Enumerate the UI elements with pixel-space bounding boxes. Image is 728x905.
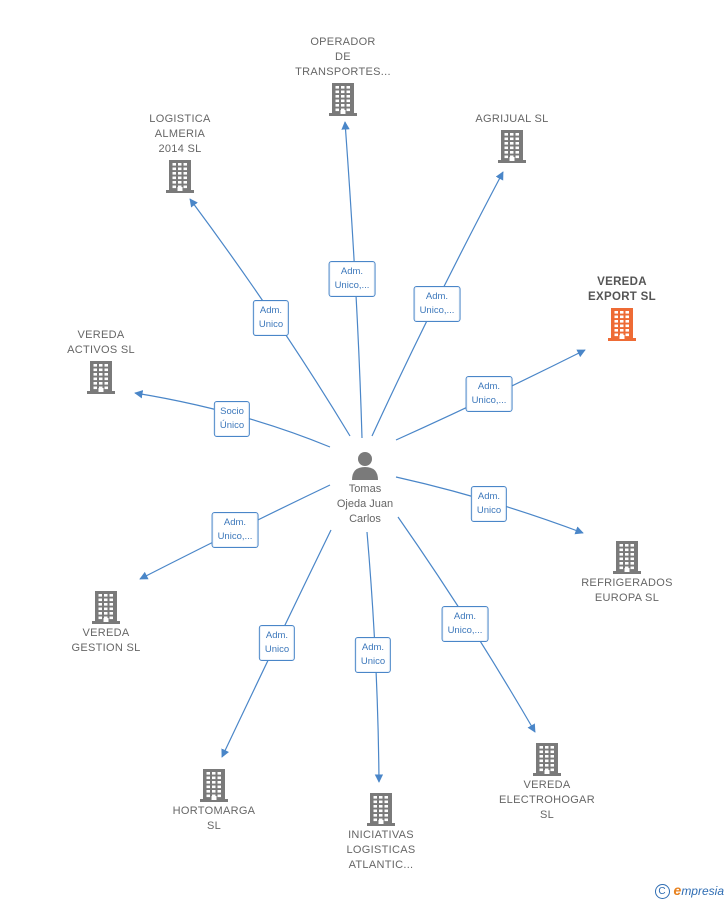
company-label: VEREDA ACTIVOS SL <box>67 329 135 356</box>
company-node-hortomarga[interactable]: HORTOMARGA SL <box>154 766 274 834</box>
company-node-agrijual[interactable]: AGRIJUAL SL <box>452 112 572 165</box>
building-icon <box>329 83 357 116</box>
company-label: OPERADOR DE TRANSPORTES... <box>295 36 391 78</box>
edge-label-vereda-activos[interactable]: Socio Único <box>213 401 251 437</box>
brand-name: mpresia <box>681 883 724 898</box>
edge-label-logistica[interactable]: Adm. Unico <box>252 300 290 336</box>
company-node-logistica[interactable]: LOGISTICA ALMERIA 2014 SL <box>120 112 240 195</box>
edge-label-vereda-gestion[interactable]: Adm. Unico,... <box>211 512 259 548</box>
company-node-vereda-activos[interactable]: VEREDA ACTIVOS SL <box>41 328 161 396</box>
edge-label-vereda-export[interactable]: Adm. Unico,... <box>465 376 513 412</box>
company-label: VEREDA ELECTROHOGAR SL <box>499 779 595 821</box>
company-node-iniciativas[interactable]: INICIATIVAS LOGISTICAS ATLANTIC... <box>321 790 441 873</box>
edge-label-refrigerados[interactable]: Adm. Unico <box>470 486 508 522</box>
company-node-vereda-export[interactable]: VEREDA EXPORT SL <box>562 275 682 343</box>
building-icon <box>166 160 194 193</box>
center-person-node[interactable]: Tomas Ojeda Juan Carlos <box>310 450 420 527</box>
company-label: VEREDA GESTION SL <box>71 627 141 654</box>
edge-label-agrijual[interactable]: Adm. Unico,... <box>413 286 461 322</box>
company-label: REFRIGERADOS EUROPA SL <box>581 577 673 604</box>
building-icon <box>87 361 115 394</box>
building-icon <box>533 743 561 776</box>
building-icon <box>608 308 636 341</box>
company-label: VEREDA EXPORT SL <box>588 276 656 303</box>
company-label: AGRIJUAL SL <box>475 113 549 125</box>
company-label: LOGISTICA ALMERIA 2014 SL <box>149 113 211 155</box>
person-icon <box>352 452 378 480</box>
company-node-vereda-gestion[interactable]: VEREDA GESTION SL <box>46 588 166 656</box>
center-person-label: Tomas Ojeda Juan Carlos <box>336 483 394 525</box>
building-icon <box>92 591 120 624</box>
edge-label-electrohogar[interactable]: Adm. Unico,... <box>441 606 489 642</box>
company-label: INICIATIVAS LOGISTICAS ATLANTIC... <box>346 829 416 871</box>
edge-label-operador[interactable]: Adm. Unico,... <box>328 261 376 297</box>
company-node-operador[interactable]: OPERADOR DE TRANSPORTES... <box>283 35 403 118</box>
company-node-refrigerados[interactable]: REFRIGERADOS EUROPA SL <box>567 538 687 606</box>
company-node-electrohogar[interactable]: VEREDA ELECTROHOGAR SL <box>487 740 607 823</box>
building-icon <box>498 130 526 163</box>
building-icon <box>200 769 228 802</box>
building-icon <box>367 793 395 826</box>
company-label: HORTOMARGA SL <box>172 805 256 832</box>
edge-label-iniciativas[interactable]: Adm. Unico <box>354 637 392 673</box>
building-icon <box>613 541 641 574</box>
edge-label-hortomarga[interactable]: Adm. Unico <box>258 625 296 661</box>
brand-initial: e <box>673 881 682 898</box>
copyright-icon: C <box>654 884 670 899</box>
